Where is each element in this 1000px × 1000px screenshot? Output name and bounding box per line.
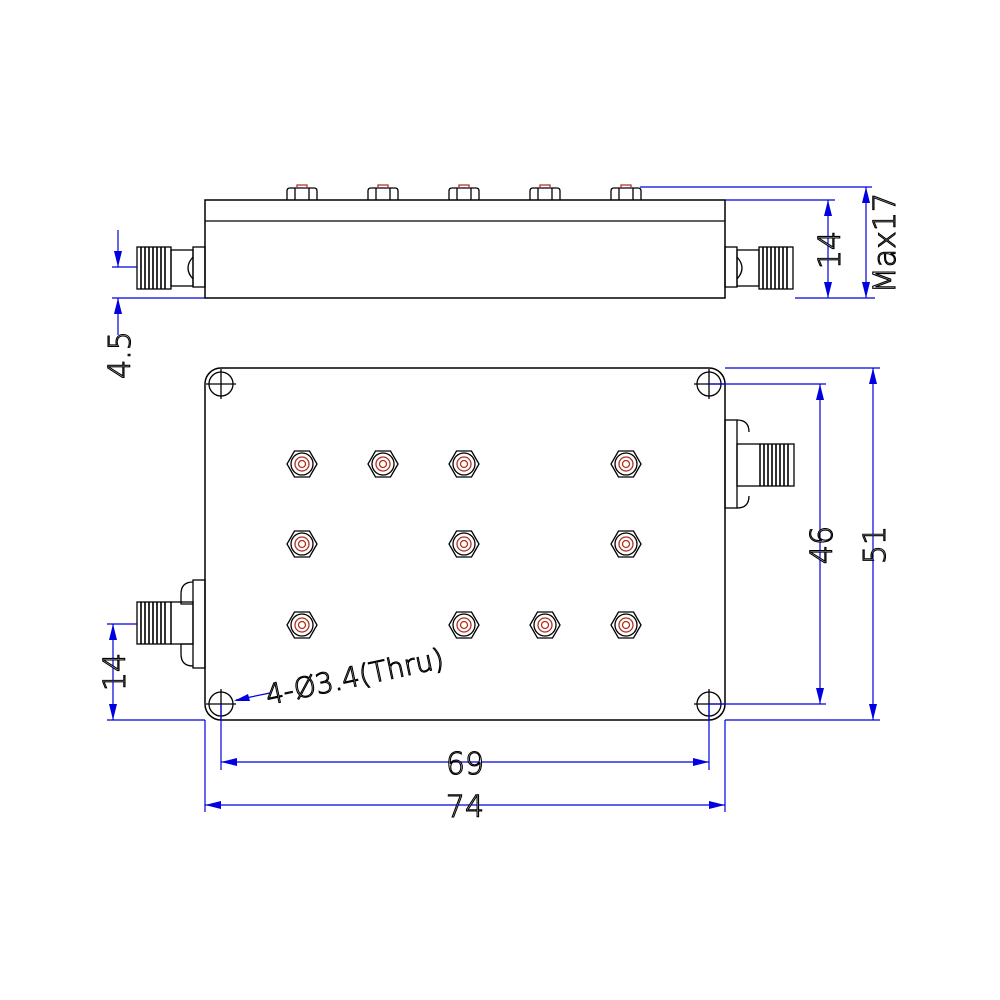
dimension-hole-pitch-vertical: 46: [709, 383, 841, 705]
tuning-screw: [367, 450, 399, 478]
tuning-nut: [448, 184, 480, 200]
dim-label-74: 74: [446, 790, 484, 825]
housing-top: [204, 367, 726, 721]
tuning-screw: [448, 530, 480, 558]
housing-side: [204, 199, 726, 299]
tuning-nuts-side: [286, 184, 642, 200]
dim-label-46: 46: [805, 526, 840, 564]
dim-label-14: 14: [98, 653, 133, 691]
tuning-nut: [610, 184, 642, 200]
dim-label-51: 51: [858, 526, 893, 564]
tuning-screw: [286, 611, 318, 639]
dimension-max-height: Max17: [640, 186, 904, 298]
tuning-nut: [367, 184, 399, 200]
tuning-screws: [286, 450, 642, 639]
mounting-hole: [206, 369, 236, 399]
tuning-screw: [610, 450, 642, 478]
tuning-screw: [610, 611, 642, 639]
tuning-nut: [286, 184, 318, 200]
tuning-screw: [448, 450, 480, 478]
side-view: 14 Max17 4.5: [102, 184, 904, 379]
dim-label-offset: 4.5: [103, 331, 138, 379]
tuning-screw: [286, 450, 318, 478]
tuning-screw: [529, 611, 561, 639]
dimension-length: 74: [204, 720, 726, 826]
dimension-connector-offset: 14: [97, 623, 205, 721]
dimension-height: 14: [725, 199, 875, 299]
dim-label-max-height: Max17: [868, 193, 903, 293]
sma-connector-right-side: [724, 246, 794, 290]
tuning-screw: [448, 611, 480, 639]
tuning-screw: [286, 530, 318, 558]
sma-connector-left-side: [136, 246, 206, 290]
dimension-connector-offset-side: 4.5: [102, 230, 205, 379]
plan-view: 46 51 14 4-Ø3.4(Thru) 69: [97, 367, 894, 826]
dim-label-69: 69: [446, 747, 484, 782]
dimension-hole-pitch-horizontal: 69: [220, 704, 710, 783]
dimension-width: 51: [725, 367, 894, 721]
tuning-nut: [529, 184, 561, 200]
tuning-screw: [610, 530, 642, 558]
sma-connector-left: [136, 579, 206, 669]
sma-connector-right: [724, 419, 795, 509]
dim-label-height: 14: [813, 231, 848, 269]
